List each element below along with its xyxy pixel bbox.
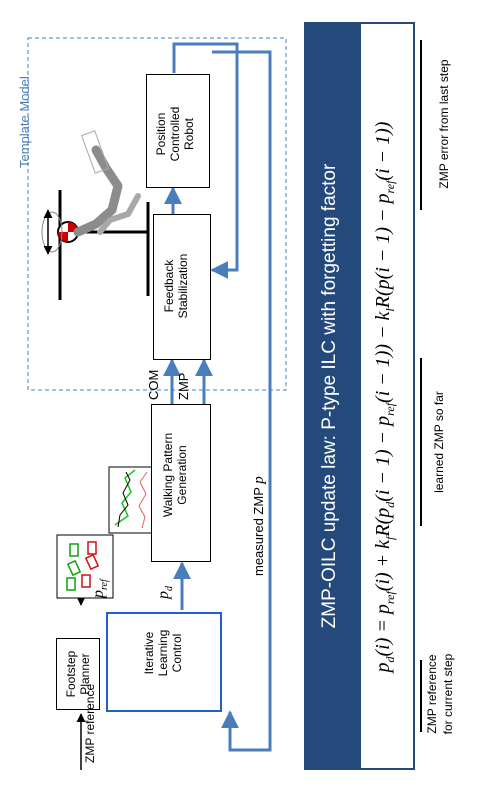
eq-kf-sub: f	[383, 536, 397, 540]
law-title: ZMP-OILC update law: P-type ILC with for…	[319, 163, 340, 629]
footstep-planner-block	[56, 638, 100, 710]
pref-symbol: p	[90, 590, 107, 598]
footstep-icon	[56, 534, 114, 599]
annotation-bar-error	[420, 40, 422, 210]
walking-pattern-label: Walking Pattern Generation	[161, 432, 189, 518]
eq-t3-sub: ref	[383, 402, 397, 416]
measured-zmp-loop	[212, 50, 272, 752]
measured-zmp-label-wrap: measured ZMP p	[251, 466, 269, 576]
pref-label-wrap: pref	[90, 562, 110, 598]
annotation-current-wrap: ZMP reference for current step	[424, 644, 460, 744]
position-robot-label: Position Controlled Robot	[154, 106, 196, 162]
com-label-wrap: COM	[146, 360, 162, 400]
ilc-label: Iterative Learning Control	[142, 629, 184, 677]
template-model-label-wrap: Template Model	[17, 68, 33, 168]
robot-feedback-loop	[172, 42, 239, 279]
eq-t2: R(p	[372, 507, 394, 537]
ilc-block	[106, 612, 222, 712]
annotation-error-wrap: ZMP error from last step	[437, 49, 453, 199]
law-equation: pd(i) = pref(i) + kfR(pd(i − 1) − pref(i…	[372, 38, 398, 756]
eq-t2-arg: (i − 1) − p	[372, 415, 394, 502]
eq-lhs-arg: (i) =	[372, 614, 394, 657]
annotation-bar-learned	[420, 358, 422, 526]
annotation-error: ZMP error from last step	[437, 59, 451, 189]
eq-t4: R(p(i − 1) − p	[372, 193, 394, 309]
template-model-label: Template Model	[17, 76, 32, 168]
eq-t4-sub: ref	[383, 180, 397, 194]
feedback-label-wrap: Feedback Stabilization	[162, 221, 202, 351]
eq-t3-arg: (i − 1)) − k	[372, 311, 394, 403]
eq-t1-sub: ref	[383, 591, 397, 605]
law-title-wrap: ZMP-OILC update law: P-type ILC with for…	[319, 22, 345, 770]
position-robot-block	[146, 74, 210, 188]
eq-lhs: p	[372, 662, 394, 673]
walking-pattern-plot-icon	[108, 466, 156, 534]
ilc-label-wrap: Iterative Learning Control	[142, 608, 188, 698]
zmp-label: ZMP	[176, 372, 191, 400]
eq-t1: p	[372, 604, 394, 615]
template-model-frame	[27, 37, 287, 391]
measured-zmp-label: measured ZMP	[251, 487, 266, 576]
measured-zmp-symbol: p	[251, 476, 267, 484]
law-equation-box	[359, 22, 415, 770]
zmp-reference-label-wrap: ZMP reference	[83, 673, 99, 763]
feedback-block	[153, 214, 211, 360]
zmp-reference-label: ZMP reference	[83, 683, 97, 763]
annotation-learned-wrap: learned ZMP so far	[432, 382, 448, 502]
pd-label-wrap: pd	[155, 573, 175, 599]
zmp-label-wrap: ZMP	[176, 360, 192, 400]
annotation-current: ZMP reference for current step	[425, 653, 455, 735]
com-label: COM	[146, 369, 161, 400]
annotation-bar-current	[420, 660, 422, 732]
walking-pattern-label-wrap: Walking Pattern Generation	[161, 405, 201, 545]
law-equation-wrap: pd(i) = pref(i) + kfR(pd(i − 1) − pref(i…	[372, 38, 402, 756]
eq-kl-sub: l	[383, 308, 397, 312]
annotation-learned: learned ZMP so far	[432, 391, 446, 493]
law-title-bar	[304, 22, 359, 770]
eq-lhs-sub: d	[383, 656, 397, 663]
eq-t2-sub: d	[383, 501, 397, 508]
pref-subscript: ref	[99, 579, 111, 590]
walking-pattern-block	[151, 404, 211, 562]
pd-subscript: d	[164, 586, 176, 591]
position-robot-label-wrap: Position Controlled Robot	[154, 88, 202, 180]
eq-t4-arg: (i − 1))	[372, 121, 394, 181]
feedback-label: Feedback Stabilization	[162, 253, 190, 319]
pd-symbol: p	[155, 591, 172, 599]
robot-figure	[41, 130, 150, 300]
eq-t1-arg: (i) + k	[372, 539, 394, 592]
